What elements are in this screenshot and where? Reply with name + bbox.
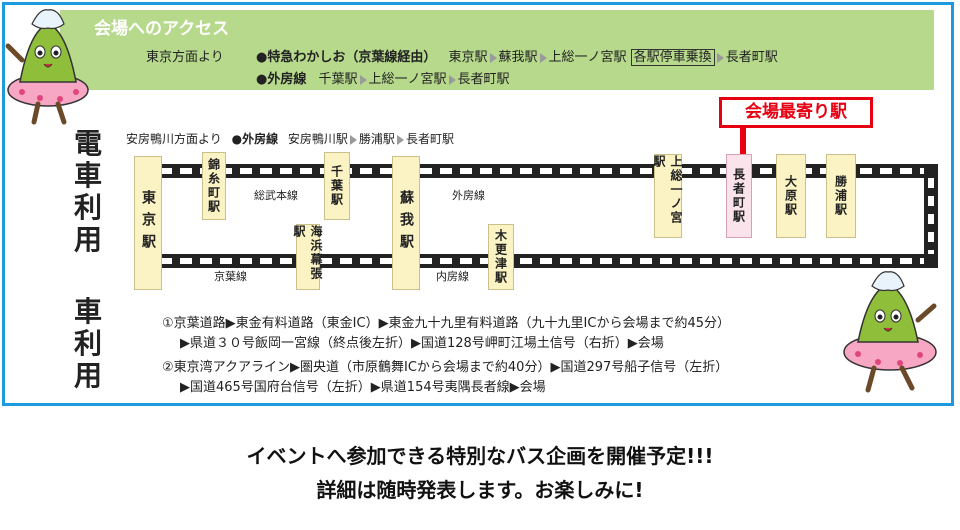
station-kaihin-makuhari: 海浜幕張駅 (292, 224, 323, 290)
arrow-icon (448, 74, 456, 85)
awa-dest: 長者町駅 (405, 132, 454, 146)
from-tokyo-label: 東京方面より (146, 50, 224, 65)
arrow-icon (489, 52, 497, 63)
access-route-1: ●特急わかしお（京葉線経由） 東京駅蘇我駅上総一ノ宮駅 各駅停車乗換長者町駅 (256, 46, 778, 66)
station-chiba: 千葉駅 (324, 152, 350, 220)
access-title: 会場へのアクセス (94, 19, 230, 39)
awa-service: ●外房線 (231, 132, 279, 146)
car-route-1-line-b: ▶県道３０号飯岡一宮線（終点後左折）▶国道128号岬町江場土信号（右折）▶会場 (180, 336, 664, 351)
awa-stop: 勝浦駅 (358, 132, 395, 146)
route1-stop: 東京駅 (448, 50, 488, 65)
arrow-icon (396, 134, 404, 145)
station-kinshicho: 錦糸町駅 (202, 152, 226, 220)
station-chojamachi: 長者町駅 (726, 154, 752, 238)
station-ohara: 大原駅 (776, 154, 806, 238)
nearest-station-label: 会場最寄り駅 (719, 97, 873, 128)
station-soga: 蘇我駅 (392, 156, 420, 290)
station-katsuura: 勝浦駅 (826, 154, 856, 238)
line-label-keiyo: 京葉線 (214, 270, 247, 283)
car-route-2-line-b: ▶国道465号国府台信号（左折）▶県道154号夷隅長者線▶会場 (180, 380, 546, 395)
route2-service: ●外房線 (256, 72, 307, 87)
awa-route: 安房鴨川方面より ●外房線 安房鴨川駅勝浦駅長者町駅 (126, 130, 454, 147)
bus-notice-line-2: 詳細は随時発表します。お楽しみに! (316, 478, 644, 502)
from-awa-label: 安房鴨川方面より (126, 132, 222, 146)
line-label-uchibo: 内房線 (436, 270, 469, 283)
route2-dest: 長者町駅 (457, 72, 510, 87)
nearest-station-pointer (740, 128, 746, 156)
route1-dest: 長者町駅 (725, 50, 778, 65)
arrow-icon (359, 74, 367, 85)
route1-local-note: 各駅停車乗換 (630, 49, 715, 66)
line-label-sobu: 総武本線 (254, 189, 298, 202)
route1-stop: 上総一ノ宮駅 (548, 50, 627, 65)
car-route-2-line-a: ②東京湾アクアライン▶圏央道（市原鶴舞ICから会場まで約40分）▶国道297号船… (162, 360, 729, 375)
mascot-top-left-icon (5, 9, 89, 125)
car-heading: 車利用 (73, 295, 102, 392)
route1-stop: 蘇我駅 (498, 50, 538, 65)
station-kisarazu: 木更津駅 (488, 224, 514, 290)
access-route-2: ●外房線 千葉駅上総一ノ宮駅長者町駅 (256, 68, 510, 87)
route2-stop: 上総一ノ宮駅 (368, 72, 447, 87)
bus-notice-line-1: イベントへ参加できる特別なバス企画を開催予定!!! (246, 444, 714, 468)
arrow-icon (539, 52, 547, 63)
station-kazusa-ichinomiya: 上総一ノ宮駅 (652, 154, 683, 238)
car-route-1-line-a: ①京葉道路▶東金有料道路（東金IC）▶東金九十九里有料道路（九十九里ICから会場… (162, 316, 731, 331)
train-heading: 電車利用 (73, 127, 102, 256)
station-tokyo: 東京駅 (134, 156, 162, 290)
line-label-sotobo: 外房線 (452, 189, 485, 202)
arrow-icon (716, 52, 724, 63)
route1-service: ●特急わかしお（京葉線経由） (256, 50, 437, 65)
railway-track (160, 164, 938, 268)
mascot-bottom-right-icon (843, 271, 937, 393)
arrow-icon (349, 134, 357, 145)
awa-stop: 安房鴨川駅 (287, 132, 348, 146)
access-panel (60, 10, 934, 90)
route2-stop: 千葉駅 (318, 72, 358, 87)
